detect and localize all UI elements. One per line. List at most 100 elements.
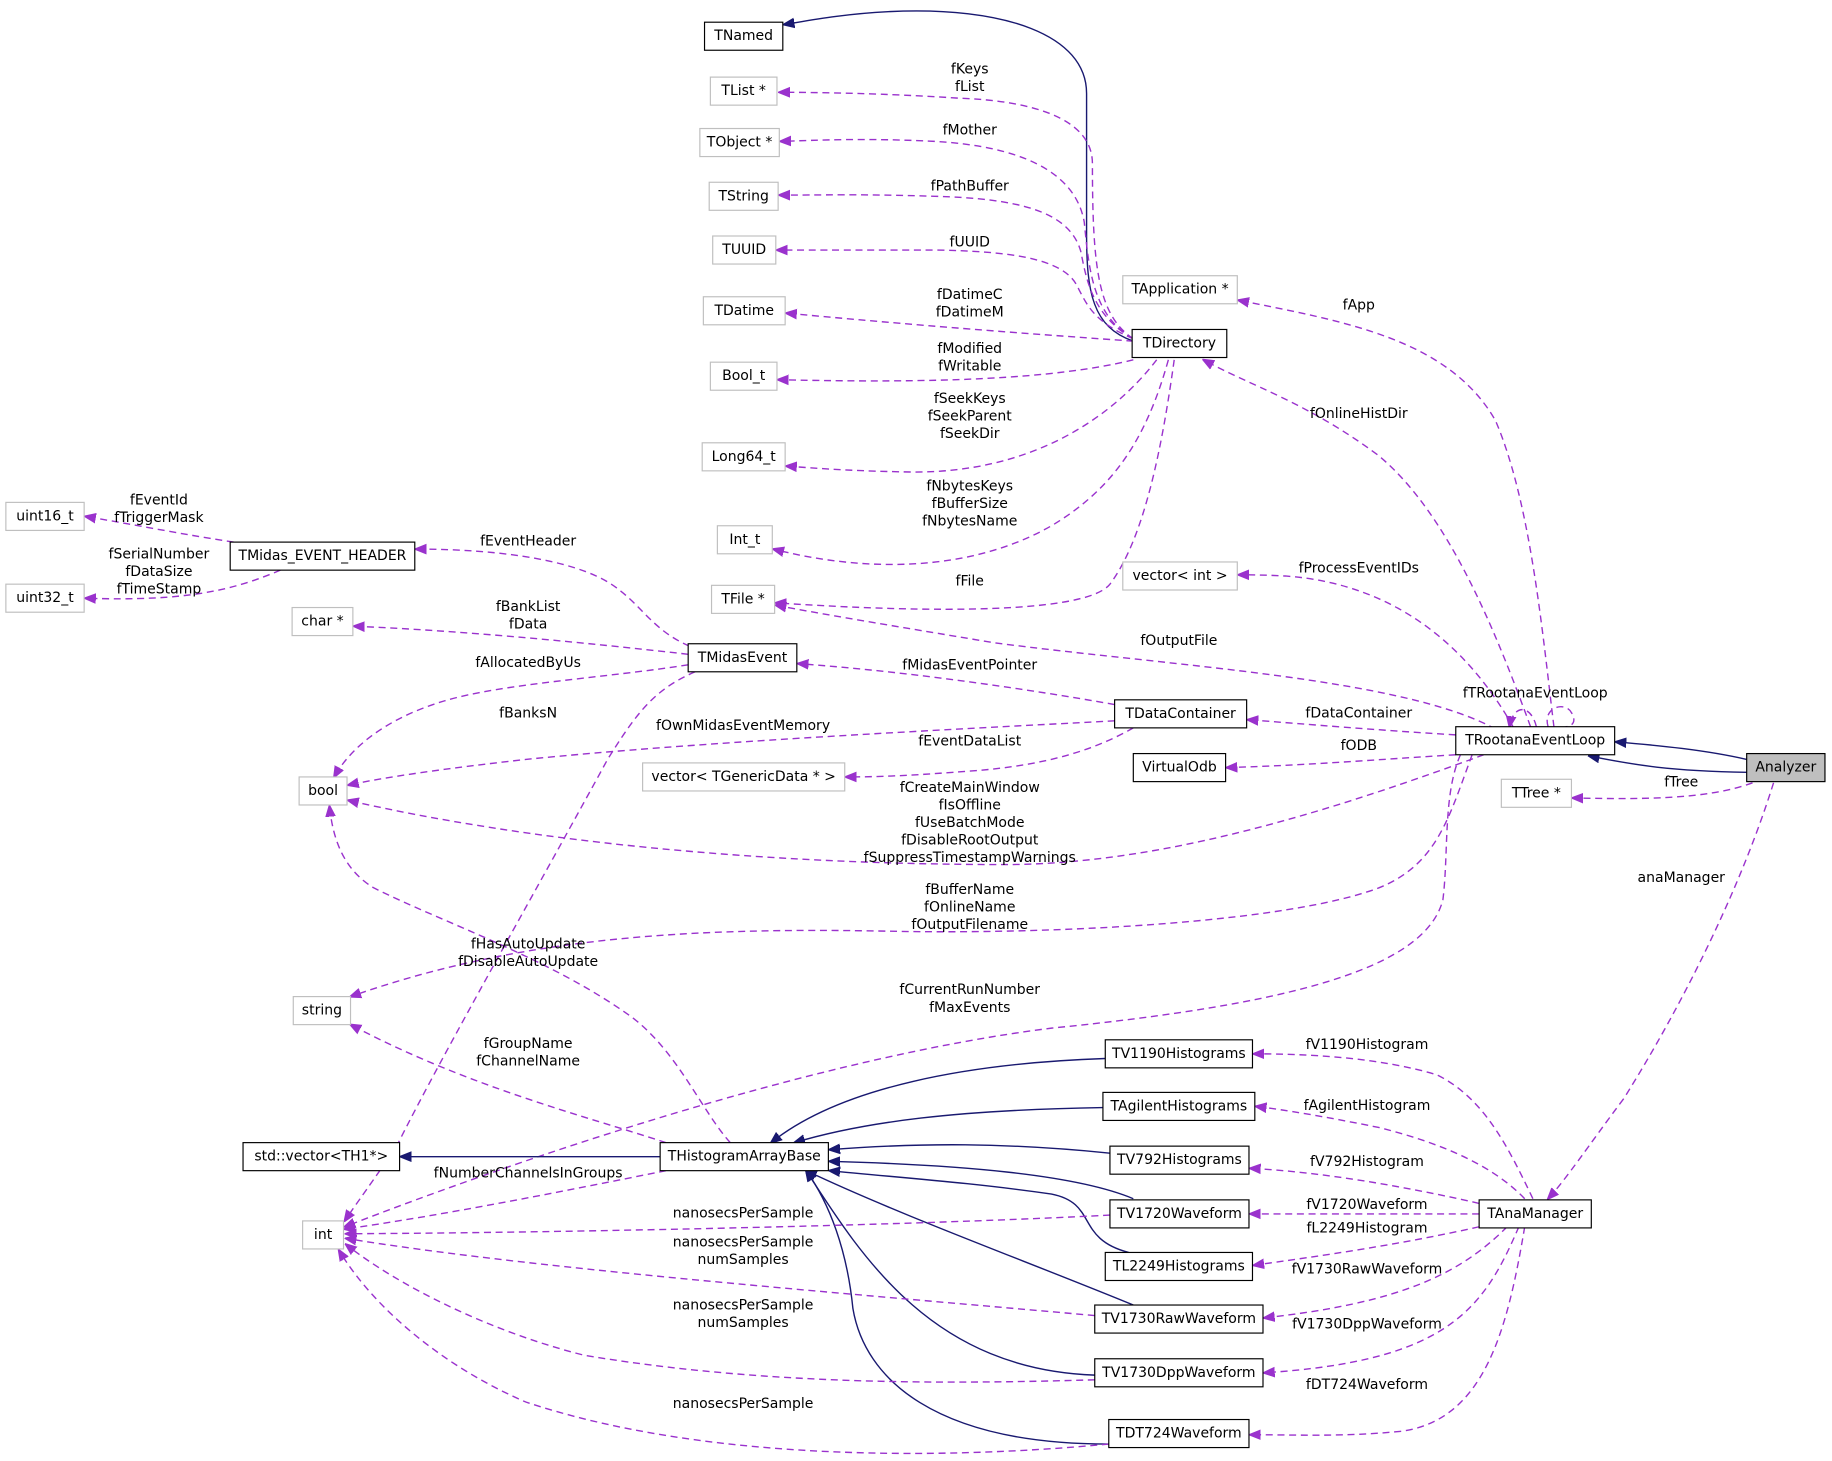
- node-tlist[interactable]: TList *: [709, 76, 778, 106]
- svg-text:Int_t: Int_t: [729, 532, 760, 548]
- edge-feventdatalist: [846, 727, 1134, 777]
- edge-fprocesseventids: [1238, 575, 1514, 728]
- edge-tdirectory-tnamed: [784, 10, 1134, 342]
- edge-label: fModified: [937, 341, 1002, 357]
- node-tv1730dppwaveform[interactable]: TV1730DppWaveform: [1094, 1358, 1264, 1388]
- edge-feventid: [85, 516, 234, 543]
- svg-text:VirtualOdb: VirtualOdb: [1142, 760, 1217, 776]
- edge-fv1190histogram: [1254, 1054, 1534, 1200]
- node-std-vector-th1[interactable]: std::vector<TH1*>: [242, 1142, 401, 1172]
- edge-fbanksn: [345, 671, 696, 1221]
- node-char-ptr[interactable]: char *: [291, 606, 354, 637]
- svg-text:std::vector<TH1*>: std::vector<TH1*>: [254, 1149, 388, 1165]
- node-int[interactable]: int: [302, 1220, 345, 1250]
- edge-fmodified: [778, 359, 1134, 381]
- node-vector-int[interactable]: vector< int >: [1122, 561, 1238, 591]
- edge-label: fTimeStamp: [117, 582, 202, 598]
- svg-text:Bool_t: Bool_t: [722, 368, 766, 384]
- svg-text:TRootanaEventLoop: TRootanaEventLoop: [1464, 733, 1605, 749]
- svg-text:char *: char *: [301, 614, 343, 630]
- edge-label: fOutputFilename: [911, 917, 1028, 933]
- node-tstring[interactable]: TString: [708, 181, 779, 211]
- edge-anamanager: [1548, 782, 1775, 1199]
- svg-text:TTree *: TTree *: [1511, 785, 1561, 801]
- edge-fallocatedbyus: [334, 664, 689, 777]
- node-tv1730rawwaveform[interactable]: TV1730RawWaveform: [1094, 1304, 1264, 1334]
- edge-fpathbuffer: [779, 195, 1134, 340]
- edge-fbanklist: [354, 626, 689, 655]
- node-analyzer[interactable]: Analyzer: [1746, 752, 1826, 783]
- nodes: TNamed TList * TObject * TString TUUID T…: [5, 21, 1826, 1449]
- node-thistogramarraybase[interactable]: THistogramArrayBase: [659, 1142, 829, 1172]
- svg-text:TDatime: TDatime: [713, 303, 774, 319]
- node-trootanaeventloop[interactable]: TRootanaEventLoop: [1455, 726, 1616, 756]
- node-tfile[interactable]: TFile *: [710, 584, 776, 614]
- edge-label: fBufferName: [925, 882, 1014, 898]
- node-tv792histograms[interactable]: TV792Histograms: [1109, 1145, 1250, 1175]
- edge-label: fIsOffline: [939, 798, 1001, 814]
- node-bool-t[interactable]: Bool_t: [709, 361, 778, 391]
- node-tnamed[interactable]: TNamed: [703, 21, 784, 51]
- node-uint32-t[interactable]: uint32_t: [5, 583, 85, 613]
- edge-fuuid: [777, 250, 1134, 340]
- edge-fserialnumber: [85, 569, 281, 599]
- node-string[interactable]: string: [292, 996, 352, 1026]
- node-tdatacontainer[interactable]: TDataContainer: [1114, 699, 1248, 729]
- svg-text:TDirectory: TDirectory: [1142, 335, 1216, 351]
- svg-text:THistogramArrayBase: THistogramArrayBase: [667, 1149, 821, 1165]
- node-uint16-t[interactable]: uint16_t: [5, 501, 85, 532]
- edge-fagilenthistogram: [1256, 1106, 1526, 1200]
- edge-label: fV792Histogram: [1310, 1154, 1424, 1170]
- edge-label: nanosecsPerSample: [673, 1298, 814, 1314]
- node-bool[interactable]: bool: [298, 776, 348, 806]
- edge-label: fTriggerMask: [114, 510, 204, 526]
- edge-label: fUUID: [950, 235, 990, 251]
- edge-label: fSuppressTimestampWarnings: [864, 850, 1076, 866]
- edge-label: fOnlineHistDir: [1310, 406, 1408, 422]
- edge-label: fData: [509, 617, 547, 633]
- edge-fhasautoupdate: [329, 806, 731, 1144]
- node-tdt724waveform[interactable]: TDT724Waveform: [1108, 1418, 1250, 1449]
- edge-label: fHasAutoUpdate: [471, 937, 586, 953]
- node-tdirectory[interactable]: TDirectory: [1131, 328, 1228, 359]
- node-tmidas-event-header[interactable]: TMidas_EVENT_HEADER: [229, 541, 416, 571]
- node-tdatime[interactable]: TDatime: [702, 296, 786, 326]
- node-tv1720waveform[interactable]: TV1720Waveform: [1109, 1199, 1250, 1229]
- edge-label: fV1730DppWaveform: [1292, 1316, 1442, 1332]
- edge-tv1730raw-int: [346, 1238, 1095, 1317]
- node-tapplication[interactable]: TApplication *: [1122, 275, 1238, 305]
- edge-label: fOutputFile: [1140, 633, 1217, 649]
- svg-text:TMidasEvent: TMidasEvent: [697, 650, 788, 666]
- node-virtualodb[interactable]: VirtualOdb: [1132, 752, 1227, 783]
- edge-label: fODB: [1341, 738, 1377, 754]
- svg-text:bool: bool: [308, 783, 338, 799]
- edge-tv1730dpp-int: [346, 1244, 1095, 1383]
- node-vector-tgenericdata[interactable]: vector< TGenericData * >: [642, 762, 846, 792]
- node-tanamanager[interactable]: TAnaManager: [1478, 1199, 1592, 1229]
- edge-label: fMidasEventPointer: [902, 657, 1037, 673]
- edge-fnbytes: [773, 359, 1170, 566]
- edge-label: fDatimeM: [936, 305, 1004, 321]
- edge-label: fList: [955, 79, 985, 95]
- node-int-t[interactable]: Int_t: [716, 525, 773, 555]
- edge-fmother: [780, 140, 1134, 340]
- node-tobject[interactable]: TObject *: [699, 127, 780, 158]
- edge-label: fSeekDir: [940, 426, 1000, 442]
- edge-analyzer-trootanaeventloop-2: [1589, 756, 1747, 773]
- edge-fbuffername: [351, 754, 1473, 997]
- node-tmidasevent[interactable]: TMidasEvent: [687, 643, 798, 673]
- edge-ftrootanaeventloop: [1510, 706, 1575, 727]
- node-tl2249histograms[interactable]: TL2249Histograms: [1104, 1251, 1254, 1282]
- edge-label: fProcessEventIDs: [1299, 560, 1419, 576]
- node-tagilenthistograms[interactable]: TAgilentHistograms: [1102, 1091, 1256, 1122]
- edge-label: fAgilentHistogram: [1304, 1098, 1431, 1114]
- node-ttree[interactable]: TTree *: [1500, 778, 1573, 808]
- edge-label: fDisableAutoUpdate: [458, 954, 598, 970]
- svg-text:TApplication *: TApplication *: [1130, 282, 1228, 298]
- node-tv1190histograms[interactable]: TV1190Histograms: [1104, 1039, 1254, 1069]
- edge-tv1720-int: [346, 1214, 1110, 1234]
- edge-label: fDisableRootOutput: [901, 833, 1039, 849]
- edge-fapp: [1238, 300, 1555, 727]
- node-tuuid[interactable]: TUUID: [712, 235, 777, 265]
- node-long64-t[interactable]: Long64_t: [701, 442, 786, 472]
